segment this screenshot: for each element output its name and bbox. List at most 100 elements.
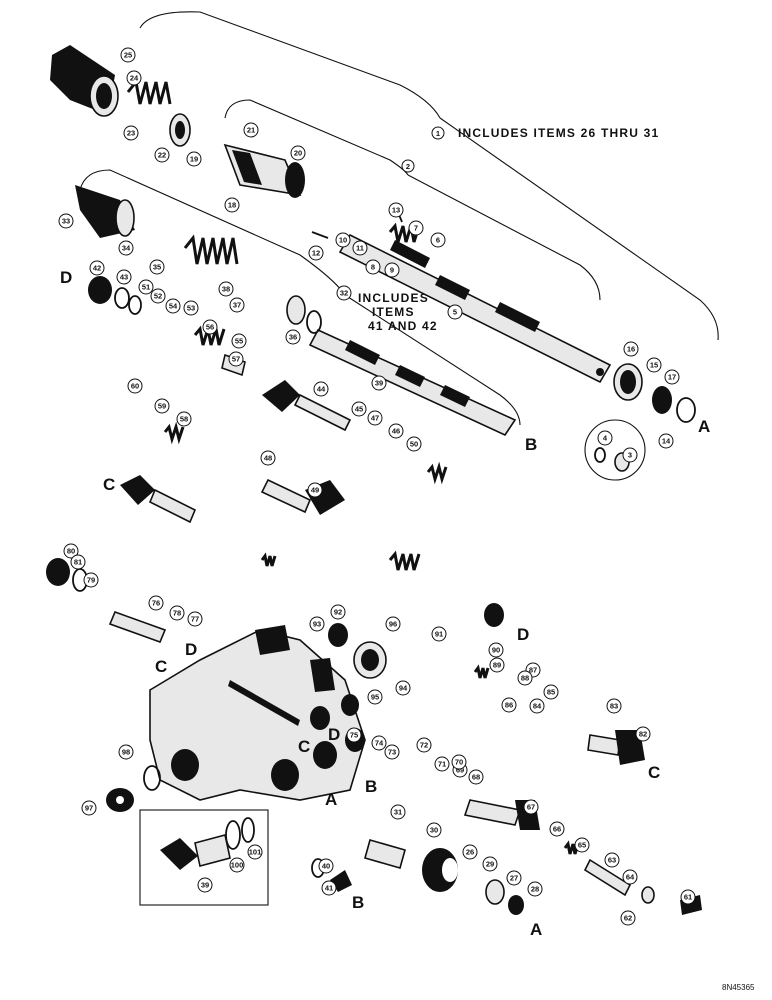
svg-text:43: 43 bbox=[120, 273, 128, 282]
svg-text:72: 72 bbox=[420, 741, 428, 750]
callout-2: 2 bbox=[401, 159, 415, 173]
svg-text:89: 89 bbox=[493, 661, 501, 670]
callout-83: 83 bbox=[606, 698, 622, 714]
svg-text:44: 44 bbox=[317, 385, 326, 394]
spring-89 bbox=[260, 552, 277, 567]
callout-29: 29 bbox=[482, 856, 498, 872]
callout-32: 32 bbox=[336, 285, 352, 301]
svg-text:60: 60 bbox=[131, 382, 139, 391]
callout-56: 56 bbox=[202, 319, 218, 335]
svg-text:9: 9 bbox=[390, 266, 394, 275]
callout-31: 31 bbox=[390, 804, 406, 820]
spring-65 bbox=[563, 840, 580, 855]
svg-text:76: 76 bbox=[152, 599, 160, 608]
port-letter-c-right: C bbox=[648, 763, 660, 782]
callout-65: 65 bbox=[574, 837, 590, 853]
sleeve-20 bbox=[223, 143, 305, 198]
plug-92 bbox=[328, 623, 348, 647]
callout-85: 85 bbox=[543, 684, 559, 700]
svg-text:94: 94 bbox=[399, 684, 408, 693]
cap-17 bbox=[652, 386, 672, 414]
callout-96: 96 bbox=[385, 616, 401, 632]
callout-100: 100 bbox=[229, 857, 245, 873]
callout-18: 18 bbox=[224, 197, 240, 213]
svg-text:42: 42 bbox=[93, 264, 101, 273]
port-letter-b-body: B bbox=[365, 777, 377, 796]
svg-text:41: 41 bbox=[325, 884, 333, 893]
svg-text:69: 69 bbox=[456, 766, 464, 775]
svg-text:87: 87 bbox=[529, 666, 537, 675]
callout-54: 54 bbox=[165, 298, 181, 314]
part-64 bbox=[641, 886, 655, 904]
callout-97: 97 bbox=[81, 800, 97, 816]
callout-7: 7 bbox=[408, 220, 424, 236]
port-letter-a-body: A bbox=[325, 790, 337, 809]
svg-text:52: 52 bbox=[154, 292, 162, 301]
bracket-item-32 bbox=[79, 169, 521, 426]
svg-text:71: 71 bbox=[438, 760, 446, 769]
callout-60: 60 bbox=[127, 378, 143, 394]
callout-26: 26 bbox=[462, 844, 478, 860]
svg-text:18: 18 bbox=[228, 201, 236, 210]
svg-text:37: 37 bbox=[233, 301, 241, 310]
svg-text:79: 79 bbox=[87, 576, 95, 585]
callout-9: 9 bbox=[384, 262, 400, 278]
port-letter-c-left: C bbox=[103, 475, 115, 494]
svg-text:64: 64 bbox=[626, 873, 635, 882]
svg-text:67: 67 bbox=[527, 803, 535, 812]
fitting-45 bbox=[262, 380, 352, 432]
callout-53: 53 bbox=[183, 300, 199, 316]
svg-text:54: 54 bbox=[169, 302, 178, 311]
svg-text:39: 39 bbox=[201, 881, 209, 890]
svg-text:74: 74 bbox=[375, 739, 384, 748]
svg-text:3: 3 bbox=[628, 451, 632, 460]
callout-55: 55 bbox=[231, 333, 247, 349]
callout-92: 92 bbox=[330, 604, 346, 620]
svg-text:62: 62 bbox=[624, 914, 632, 923]
callout-62: 62 bbox=[620, 910, 636, 926]
callout-4: 4 bbox=[597, 430, 613, 446]
svg-text:24: 24 bbox=[130, 74, 139, 83]
svg-text:75: 75 bbox=[350, 731, 358, 740]
callout-90: 90 bbox=[488, 642, 504, 658]
callout-42: 42 bbox=[89, 260, 105, 276]
valve-body bbox=[149, 625, 366, 801]
svg-text:20: 20 bbox=[294, 149, 302, 158]
callout-47: 47 bbox=[367, 410, 383, 426]
port-letter-d-port: D bbox=[328, 725, 340, 744]
svg-text:49: 49 bbox=[311, 486, 319, 495]
ring-39 bbox=[306, 310, 322, 334]
svg-text:63: 63 bbox=[608, 856, 616, 865]
callout-19: 19 bbox=[186, 151, 202, 167]
callout-82: 82 bbox=[635, 726, 651, 742]
spring-56 bbox=[193, 325, 226, 346]
port-letter-d-body: D bbox=[185, 640, 197, 659]
svg-text:56: 56 bbox=[206, 323, 214, 332]
callout-48: 48 bbox=[260, 450, 276, 466]
spring-58-top bbox=[163, 421, 185, 445]
svg-text:88: 88 bbox=[521, 674, 529, 683]
callout-38: 38 bbox=[218, 281, 234, 297]
callout-22: 22 bbox=[154, 147, 170, 163]
svg-text:38: 38 bbox=[222, 285, 230, 294]
callout-23: 23 bbox=[123, 125, 139, 141]
callout-59: 59 bbox=[154, 398, 170, 414]
svg-text:91: 91 bbox=[435, 630, 443, 639]
callout-41: 41 bbox=[321, 880, 337, 896]
svg-text:86: 86 bbox=[505, 701, 513, 710]
callout-45: 45 bbox=[351, 401, 367, 417]
svg-text:29: 29 bbox=[486, 860, 494, 869]
note-item-32: INCLUDES ITEMS 41 AND 42 bbox=[358, 291, 437, 333]
svg-text:70: 70 bbox=[455, 758, 463, 767]
svg-text:35: 35 bbox=[153, 263, 161, 272]
ring-44 bbox=[114, 287, 130, 309]
callout-94: 94 bbox=[395, 680, 411, 696]
callout-15: 15 bbox=[646, 357, 662, 373]
svg-text:65: 65 bbox=[578, 841, 586, 850]
svg-text:59: 59 bbox=[158, 402, 166, 411]
svg-text:84: 84 bbox=[533, 702, 542, 711]
callout-44: 44 bbox=[313, 381, 329, 397]
callout-84: 84 bbox=[529, 698, 545, 714]
port-letter-d-top: D bbox=[60, 268, 72, 287]
